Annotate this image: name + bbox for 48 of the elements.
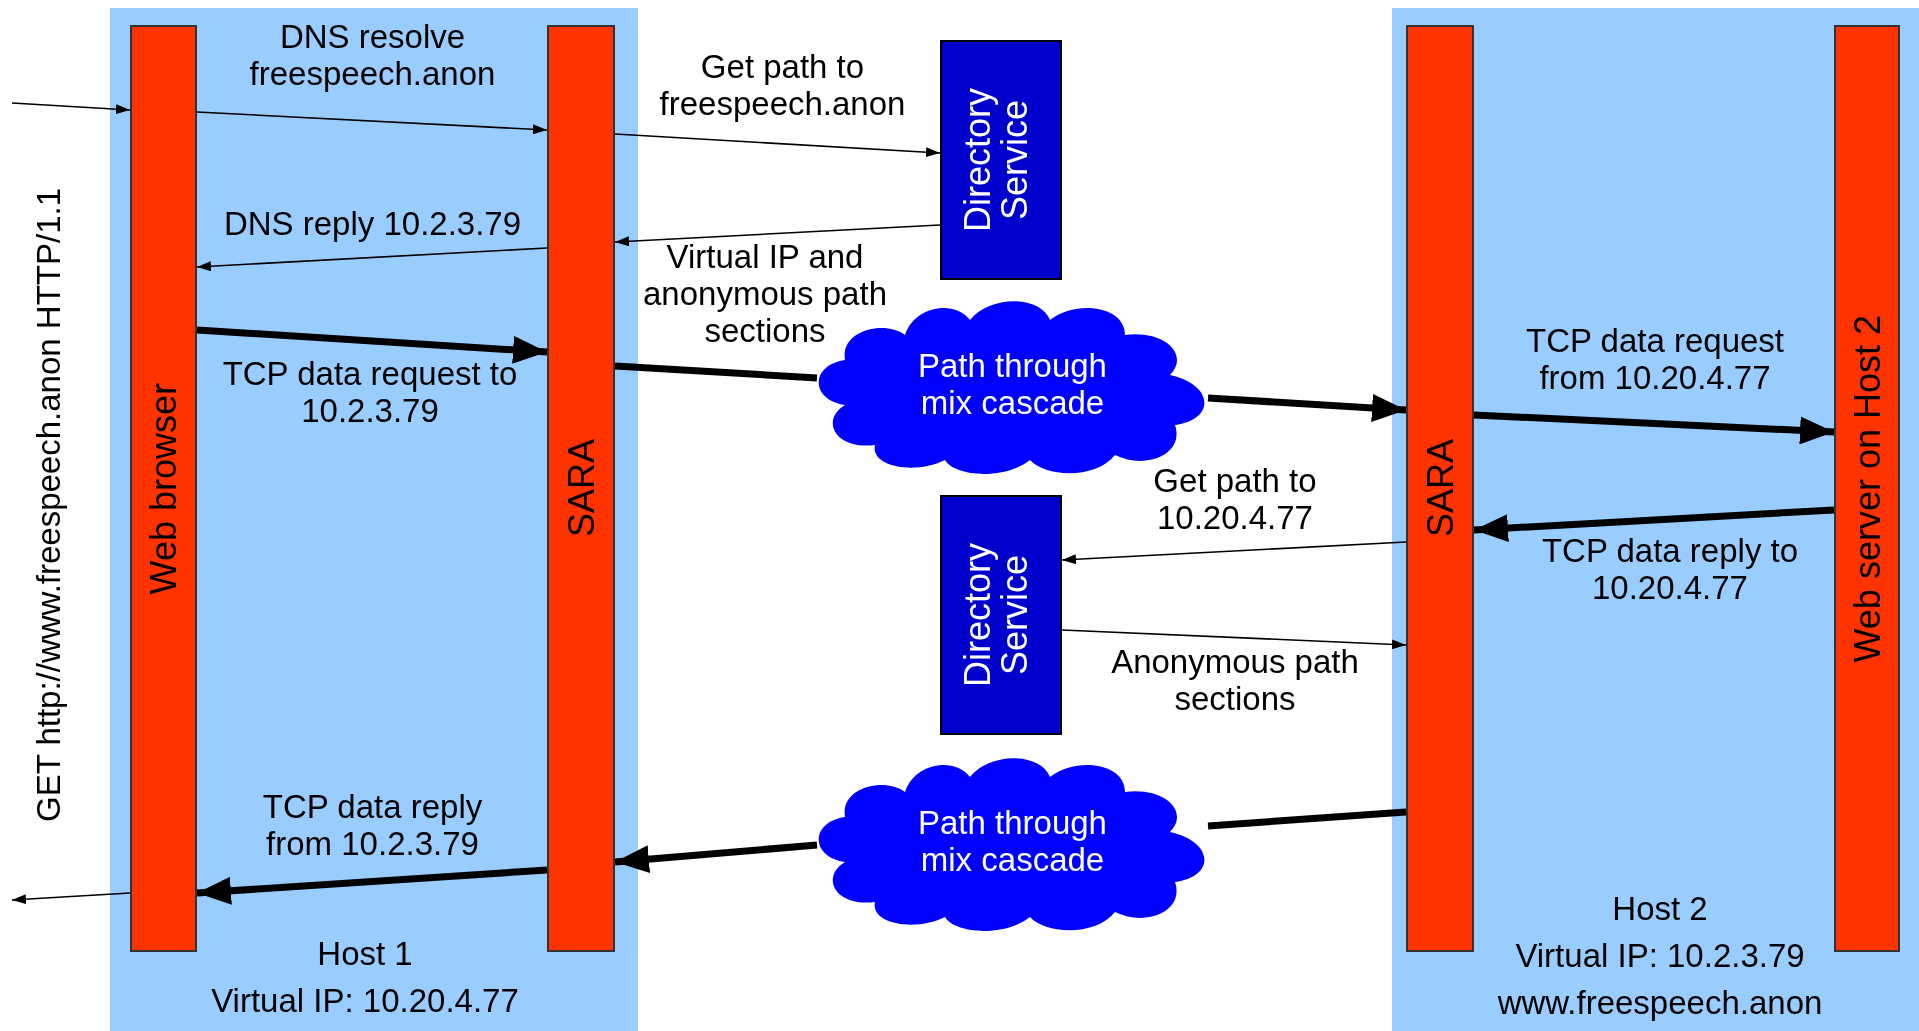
edge-label: Virtual IP and anonymous path sections (642, 238, 888, 349)
host-panel (1392, 8, 1919, 1031)
edge-label: Get path to 10.20.4.77 (1152, 462, 1318, 536)
arrow (1061, 629, 1407, 650)
edge-label: TCP data request to 10.2.3.79 (221, 355, 519, 429)
line (614, 362, 818, 382)
arrow (196, 247, 548, 272)
edge-label: Get path to freespeech.anon (658, 48, 907, 122)
edge-label: TCP data reply from 10.2.3.79 (261, 788, 484, 862)
host-title: Host 1 (316, 935, 414, 972)
host-address: www.freespeech.anon (1496, 984, 1824, 1021)
arrow (196, 326, 548, 364)
component-bar (547, 25, 615, 952)
component-bar (1834, 25, 1900, 952)
arrow (1207, 393, 1407, 422)
component-label: SARA (1421, 439, 1459, 538)
arrow (11, 102, 131, 115)
host-address: Virtual IP: 10.2.3.79 (1514, 937, 1806, 974)
cloud-label: Path through mix cascade (917, 804, 1108, 878)
arrow (11, 892, 131, 905)
edge-label: TCP data request from 10.20.4.77 (1524, 322, 1785, 396)
component-label: Web browser (145, 382, 182, 595)
edge-label: Anonymous path sections (1110, 643, 1360, 717)
host-address: Virtual IP: 10.20.4.77 (210, 982, 520, 1019)
service-box (940, 40, 1062, 280)
arrow (614, 841, 818, 874)
arrow (196, 111, 548, 135)
arrow (196, 866, 548, 905)
service-label: Directory Service (959, 87, 1036, 234)
line (1207, 808, 1407, 830)
component-bar (130, 25, 197, 952)
arrow (1473, 411, 1835, 445)
component-label: SARA (562, 439, 600, 538)
host-panel (110, 8, 638, 1031)
arrow (1473, 506, 1835, 543)
cloud-label: Path through mix cascade (917, 347, 1108, 421)
edge-label: DNS resolve freespeech.anon (248, 18, 497, 92)
edge-label: GET http://www.freespeech.anon HTTP/1.1 (30, 187, 67, 824)
host-title: Host 2 (1611, 890, 1709, 927)
service-label: Directory Service (959, 542, 1036, 689)
edge-label: TCP data reply to 10.20.4.77 (1540, 532, 1800, 606)
arrow (614, 133, 941, 158)
arrow (614, 224, 941, 247)
arrow (1061, 541, 1407, 565)
service-box (940, 495, 1062, 735)
component-label: Web server on Host 2 (1848, 314, 1886, 663)
component-bar (1406, 25, 1474, 952)
edge-label: DNS reply 10.2.3.79 (222, 205, 523, 242)
